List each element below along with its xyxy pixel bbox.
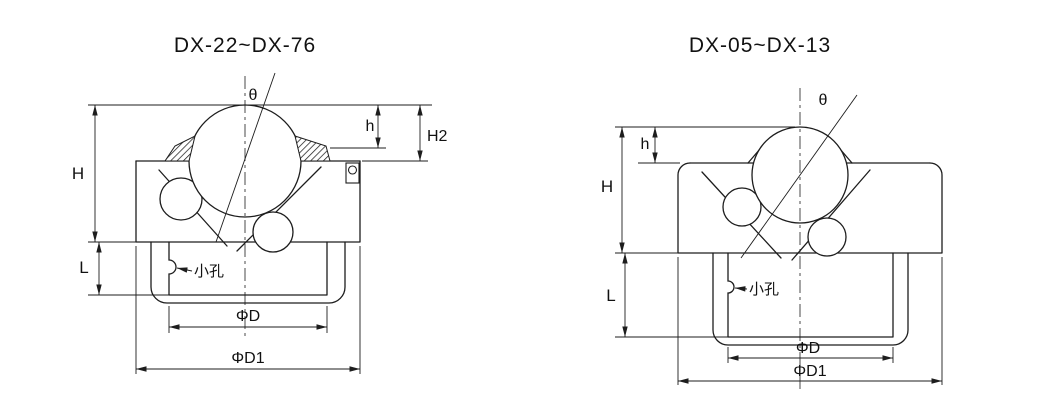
left-support-ball-2 <box>252 211 294 253</box>
right-phiD-label: ΦD <box>796 340 820 357</box>
left-retainer-hatch-left <box>164 135 196 162</box>
left-angle-line <box>215 72 276 243</box>
right-H-label: H <box>601 177 613 196</box>
right-L-label: L <box>606 286 615 305</box>
left-L-label: L <box>79 258 88 277</box>
right-support-ball-1 <box>722 187 762 227</box>
left-support-ball-1 <box>159 177 203 221</box>
left-H2-label: H2 <box>427 128 448 145</box>
left-phid1-extensions <box>135 246 361 374</box>
right-angle-line <box>740 94 858 259</box>
right-phiD1-label: ΦD1 <box>793 363 826 380</box>
left-H-label: H <box>72 164 84 183</box>
right-theta-label: θ <box>819 92 828 109</box>
left-inner-cavity <box>168 241 328 296</box>
right-dimension-lines <box>619 127 942 384</box>
left-flange-walls <box>135 160 361 243</box>
left-diagram-title: DX-22~DX-76 <box>174 34 316 57</box>
right-small-hole-leader <box>734 286 748 292</box>
left-phiD-label: ΦD <box>236 308 260 325</box>
left-dimension-lines <box>92 105 423 372</box>
right-diagram: DX-05~DX-13 θ <box>601 34 943 392</box>
left-h-label: h <box>366 118 375 135</box>
left-small-hole-label: 小孔 <box>194 263 224 280</box>
right-h-label: h <box>641 136 650 153</box>
left-extension-lines <box>88 104 432 374</box>
right-flange-walls <box>677 162 943 254</box>
right-phid1-extensions <box>677 257 943 385</box>
left-theta-label: θ <box>249 87 258 104</box>
left-retainer-hatch-right <box>294 135 331 162</box>
left-diagram: DX-22~DX-76 θ <box>72 34 448 374</box>
left-housing-outline <box>135 160 361 304</box>
right-diagram-title: DX-05~DX-13 <box>689 34 831 57</box>
right-small-hole-label: 小孔 <box>749 281 779 298</box>
left-lower-body <box>150 241 346 304</box>
right-support-ball-2 <box>807 217 847 257</box>
right-inner-cavity <box>727 252 894 338</box>
left-phiD1-label: ΦD1 <box>231 350 264 367</box>
left-side-fitting-hole <box>347 165 358 175</box>
left-small-hole-leader <box>176 267 193 273</box>
right-lower-body <box>712 252 909 346</box>
